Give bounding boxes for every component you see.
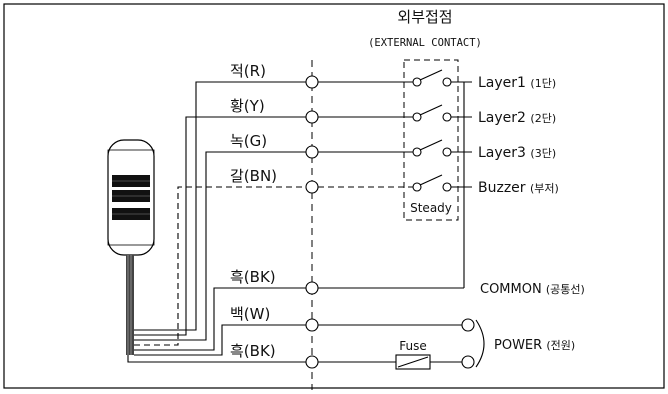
output-lines — [318, 81, 472, 289]
wire-label-black-common: 흑(BK) — [230, 268, 276, 286]
steady-label: Steady — [410, 201, 452, 215]
terminals — [305, 75, 319, 369]
wire-black-power — [127, 355, 312, 363]
wire-yellow — [134, 116, 312, 336]
terminal-black-common — [305, 281, 319, 295]
frame-border — [3, 3, 665, 389]
terminal-white — [305, 318, 319, 332]
contact-switch-layer3 — [412, 139, 452, 157]
output-label-layer2: Layer2 (2단) — [478, 110, 556, 126]
wire-white — [134, 324, 312, 356]
power-brace — [475, 319, 485, 368]
wire-label-brown: 갈(BN) — [230, 167, 277, 185]
output-label-buzzer: Buzzer (부저) — [478, 180, 559, 196]
wire-label-black-power: 흑(BK) — [230, 342, 276, 360]
header-subtitle: (EXTERNAL CONTACT) — [368, 37, 482, 49]
wire-red — [134, 81, 312, 331]
signal-tower-icon — [107, 139, 155, 256]
wire-brown — [134, 186, 312, 346]
fuse-label: Fuse — [399, 339, 427, 353]
fuse-icon — [395, 354, 431, 370]
wire-label-green: 녹(G) — [230, 132, 267, 150]
wire-paths — [127, 81, 312, 363]
terminal-brown — [305, 180, 319, 194]
contact-feed-lines — [318, 81, 413, 188]
terminal-green — [305, 145, 319, 159]
terminal-black-power — [305, 355, 319, 369]
external-contact-box — [403, 59, 459, 221]
power-terminal-bottom — [461, 355, 475, 369]
power-terminal-top — [461, 318, 475, 332]
terminal-red — [305, 75, 319, 89]
cable-bundle — [126, 255, 134, 355]
common-label: COMMON (공통선) — [480, 282, 585, 297]
relay-contacts — [412, 69, 452, 192]
contact-switch-layer1 — [412, 69, 452, 87]
wire-green — [134, 151, 312, 341]
contact-switch-layer2 — [412, 104, 452, 122]
power-terminals — [461, 318, 475, 369]
wire-label-white: 백(W) — [230, 305, 270, 323]
header-title: 외부접점 — [397, 8, 452, 26]
output-label-layer1: Layer1 (1단) — [478, 75, 556, 91]
wire-label-red: 적(R) — [230, 62, 266, 80]
output-label-layer3: Layer3 (3단) — [478, 145, 556, 161]
wire-black-common — [134, 287, 312, 351]
terminal-yellow — [305, 110, 319, 124]
contact-switch-buzzer — [412, 174, 452, 192]
wire-label-yellow: 황(Y) — [230, 97, 265, 115]
power-label: POWER (전원) — [494, 338, 575, 353]
power-lines — [318, 324, 462, 363]
